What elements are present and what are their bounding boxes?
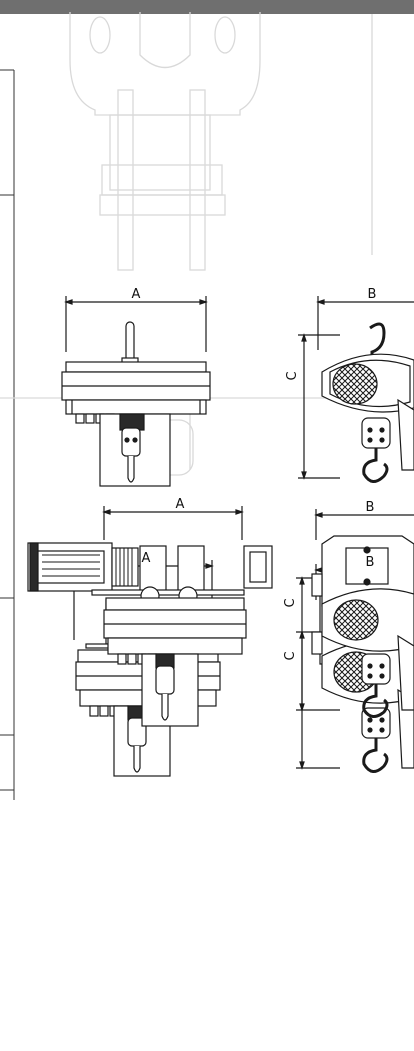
top-color-bar bbox=[0, 0, 414, 14]
row1-dimension-c bbox=[298, 333, 340, 480]
row3-label-c: C bbox=[283, 598, 298, 607]
row1-dimension-a bbox=[64, 296, 208, 352]
row2-label-c: C bbox=[283, 651, 298, 660]
row2-label-b: B bbox=[366, 555, 375, 570]
row1-label-a: A bbox=[132, 287, 141, 302]
row3-motor-fins bbox=[42, 554, 100, 577]
row1-dimension-b bbox=[316, 296, 414, 350]
row2-label-a: A bbox=[142, 551, 151, 566]
row3-label-b: B bbox=[366, 500, 375, 515]
left-margin-table bbox=[0, 69, 15, 800]
row1-front-view bbox=[61, 296, 211, 487]
row3-side-view bbox=[296, 509, 414, 718]
row3-dimension-b bbox=[314, 509, 414, 540]
row1-side-view bbox=[298, 296, 414, 483]
row3-label-a: A bbox=[176, 497, 185, 512]
row3-dimension-a bbox=[102, 506, 244, 540]
row1-label-c: C bbox=[285, 371, 300, 380]
row3-front-view bbox=[27, 506, 273, 727]
row1-label-b: B bbox=[368, 287, 377, 302]
